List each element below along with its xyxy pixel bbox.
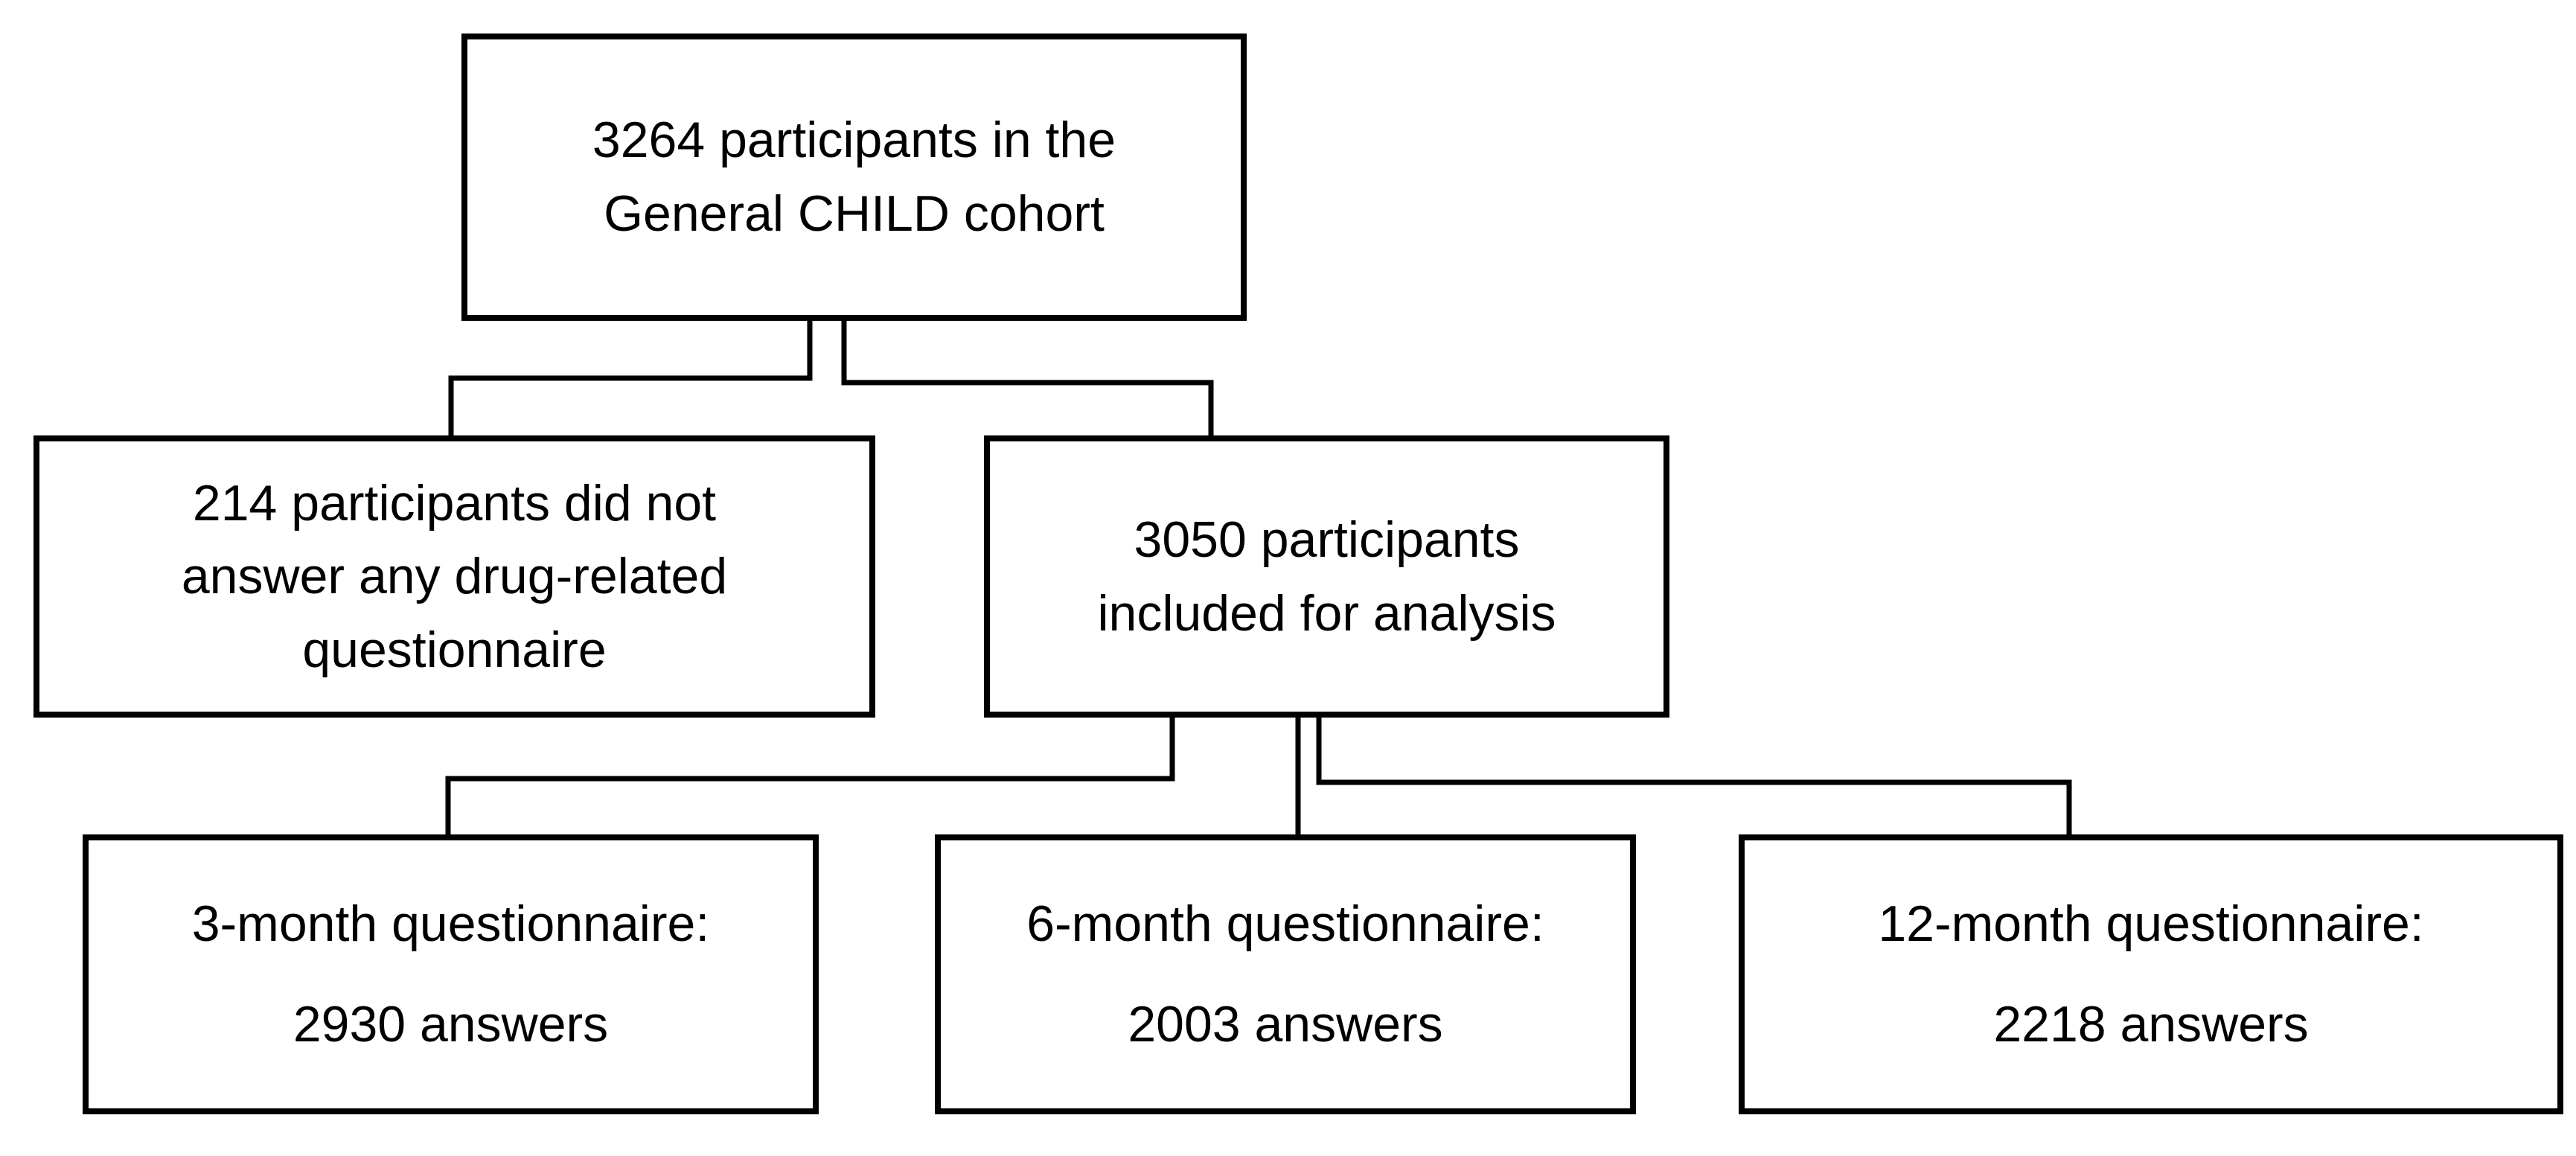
flowchart-box-not-answered: 214 participants did not answer any drug… — [33, 435, 875, 718]
connector-included-to-q3 — [445, 715, 1175, 837]
connector-included-to-q12 — [1316, 715, 2072, 837]
not-answered-text-line: answer any drug-related — [181, 548, 728, 605]
flowchart-box-included: 3050 participants included for analysis — [984, 435, 1669, 718]
cohort-text-line: General CHILD cohort — [604, 185, 1105, 242]
flowchart-box-3-month: 3-month questionnaire: 2930 answers — [83, 834, 819, 1114]
q6-answers-line: 2003 answers — [1128, 996, 1443, 1053]
q12-answers-line: 2218 answers — [1993, 996, 2309, 1053]
connector-cohort-to-not-answered — [448, 319, 813, 438]
included-text-line: 3050 participants — [1134, 511, 1520, 568]
q3-answers-line: 2930 answers — [293, 996, 609, 1053]
connector-cohort-to-included — [841, 319, 1214, 438]
q6-title-line: 6-month questionnaire: — [1026, 895, 1544, 952]
q12-title-line: 12-month questionnaire: — [1878, 895, 2424, 952]
not-answered-text-line: questionnaire — [302, 621, 607, 678]
cohort-text-line: 3264 participants in the — [592, 112, 1116, 169]
flowchart-box-12-month: 12-month questionnaire: 2218 answers — [1739, 834, 2563, 1114]
not-answered-text-line: 214 participants did not — [192, 474, 717, 531]
flowchart-box-6-month: 6-month questionnaire: 2003 answers — [935, 834, 1636, 1114]
q3-title-line: 3-month questionnaire: — [191, 895, 710, 952]
flowchart-box-cohort: 3264 participants in the General CHILD c… — [461, 33, 1247, 321]
included-text-line: included for analysis — [1097, 584, 1556, 642]
